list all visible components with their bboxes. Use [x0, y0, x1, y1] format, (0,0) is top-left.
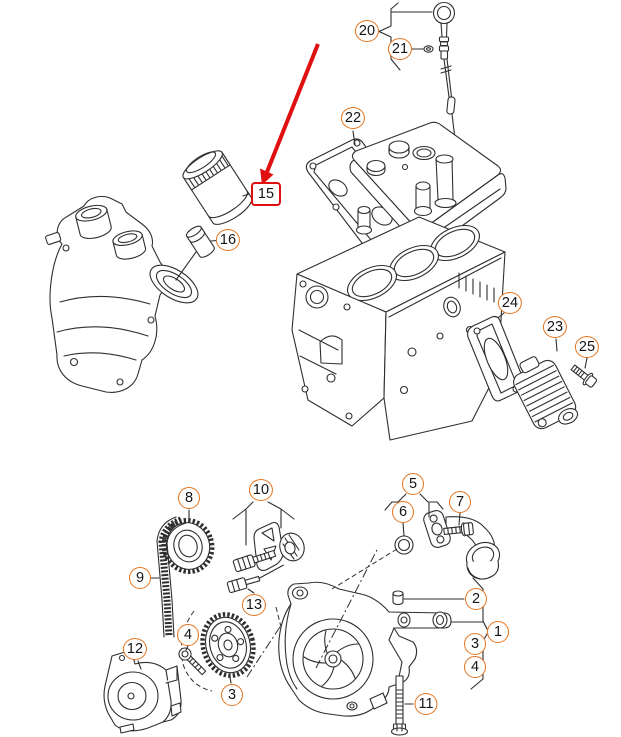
bracket-10 — [232, 501, 295, 546]
assembly-dash-line-2 — [331, 548, 398, 590]
callout-10[interactable]: 10 — [248, 479, 274, 501]
oil-pump-sprocket-drawing — [200, 612, 256, 678]
callout-5[interactable]: 5 — [402, 473, 424, 495]
camshaft-sprocket-drawing — [161, 517, 215, 575]
callout-13[interactable]: 13 — [241, 594, 267, 616]
oil-filter-drawing — [182, 150, 253, 225]
leader-6 — [402, 522, 405, 537]
filter-bypass-valve-drawing — [185, 225, 215, 258]
callout-15-highlighted[interactable]: 15 — [251, 182, 281, 206]
callout-3a[interactable]: 3 — [221, 684, 243, 706]
leader-22 — [352, 130, 356, 146]
callout-25[interactable]: 25 — [574, 336, 600, 358]
leader-7 — [458, 512, 461, 526]
suction-pipe-drawing — [423, 510, 501, 580]
callout-9[interactable]: 9 — [129, 567, 151, 589]
callout-8[interactable]: 8 — [178, 487, 200, 509]
callout-3b[interactable]: 3 — [464, 633, 486, 655]
pump-plug-drawing — [392, 590, 404, 606]
dipstick-drawing — [378, 1, 457, 148]
pipe-bolt-drawing — [443, 522, 474, 537]
bracket-5 — [384, 493, 444, 518]
leader-15 — [242, 193, 250, 197]
leader-16 — [210, 239, 218, 242]
callout-7[interactable]: 7 — [449, 491, 471, 513]
callout-20[interactable]: 20 — [354, 20, 380, 42]
callout-4a[interactable]: 4 — [177, 624, 199, 646]
sprocket-bolt-drawing — [178, 647, 207, 676]
callout-16[interactable]: 16 — [215, 229, 241, 251]
callout-23[interactable]: 23 — [542, 316, 568, 338]
chain-cover-drawing — [103, 651, 182, 734]
leader-3 — [229, 676, 232, 684]
pump-bolt-drawing — [390, 675, 409, 736]
callout-11[interactable]: 11 — [414, 693, 438, 715]
oil-filter-housing-drawing — [45, 195, 199, 393]
callout-4b[interactable]: 4 — [464, 656, 486, 678]
callout-1[interactable]: 1 — [487, 621, 509, 643]
tensioner-bolt-drawing — [226, 549, 284, 594]
leader-23 — [555, 338, 558, 352]
callout-22[interactable]: 22 — [340, 107, 366, 129]
engine-block-drawing — [291, 216, 506, 441]
o-ring-drawing — [394, 535, 414, 555]
leader-25 — [584, 357, 588, 369]
oil-cooler-drawing — [513, 356, 579, 430]
callout-2[interactable]: 2 — [465, 588, 487, 610]
highlight-arrow — [260, 43, 320, 185]
callout-24[interactable]: 24 — [497, 292, 523, 314]
leader-12 — [137, 660, 142, 670]
callout-12[interactable]: 12 — [122, 638, 148, 660]
cooler-bolt-drawing — [570, 364, 598, 388]
chain-tensioner-drawing — [253, 521, 305, 571]
oil-pump-drawing — [278, 547, 452, 717]
callout-6[interactable]: 6 — [392, 501, 414, 523]
leader-4 — [185, 645, 189, 651]
dipstick-tube-drawing — [434, 154, 457, 209]
leader-13 — [247, 588, 255, 594]
callout-21[interactable]: 21 — [387, 38, 413, 60]
